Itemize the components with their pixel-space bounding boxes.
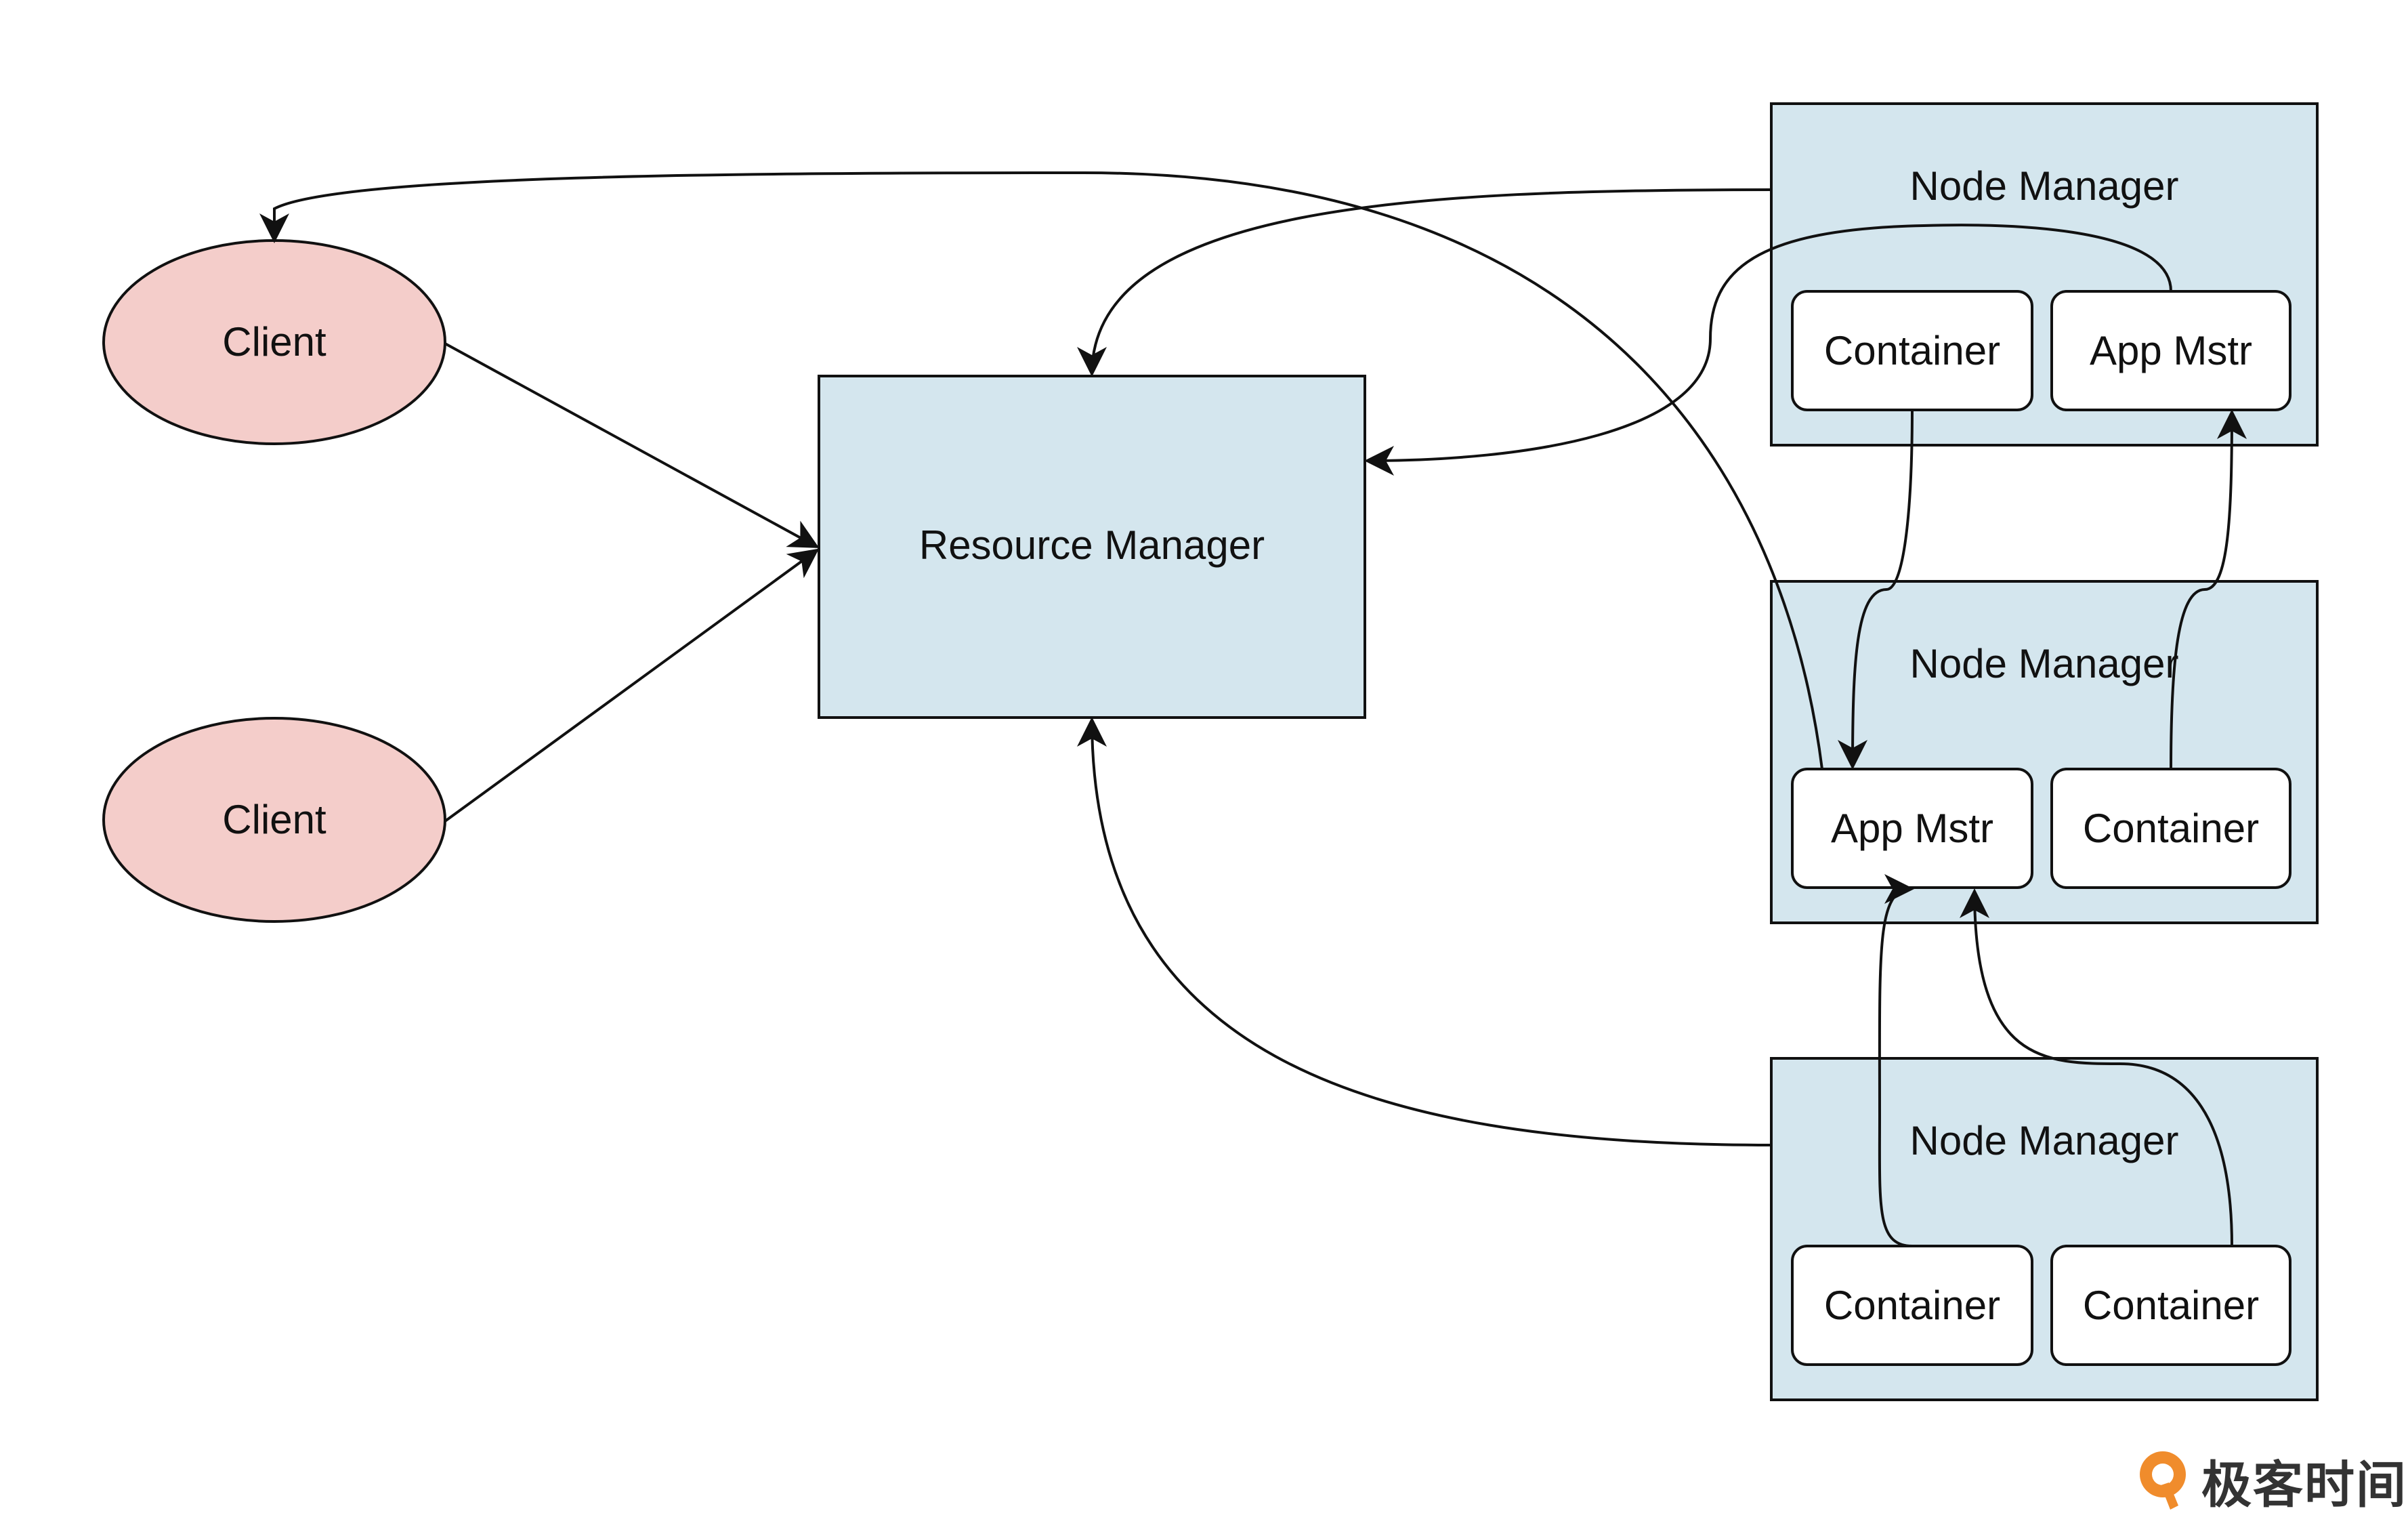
node-manager-3-left-label: Container (1824, 1283, 2000, 1328)
resource-manager-box (818, 375, 1366, 719)
edge-nm1-appmstr-to-rm (1364, 224, 2172, 476)
node-manager-2-right-label: Container (2083, 806, 2259, 851)
edge-nm1-container-to-nm2-appmstr (1838, 409, 1914, 770)
edge-nm3-container-to-nm2-appmstr (1878, 874, 1914, 1247)
client-1-label: Client (222, 319, 326, 365)
client-1: Client (102, 239, 446, 445)
node-manager-3-right-label: Container (2083, 1283, 2259, 1328)
node-manager-3-label: Node Manager (1910, 1118, 2179, 1163)
node-manager-2: Node Manager App Mstr Container (1770, 580, 2319, 924)
resource-manager: Resource Manager (818, 375, 1366, 719)
node-manager-1-label: Node Manager (1910, 163, 2179, 209)
node-manager-3: Node Manager Container Container (1770, 1057, 2319, 1401)
node-manager-1-left-label: Container (1824, 328, 2000, 373)
resource-manager-label: Resource Manager (919, 522, 1265, 568)
geektime-logo-icon (2140, 1451, 2186, 1510)
geektime-watermark-text: 极客时间 (2201, 1455, 2407, 1514)
edge-nm3-container2-to-nm2-appmstr (1960, 888, 2233, 1247)
edge-client1-to-rm (444, 342, 820, 548)
node-manager-2-label: Node Manager (1910, 641, 2179, 686)
geektime-watermark: 极客时间 (2134, 1443, 2407, 1518)
node-manager-2-left-label: App Mstr (1831, 806, 1993, 851)
edge-nm1-to-rm-top (1077, 188, 1772, 377)
node-manager-1: Node Manager Container App Mstr (1770, 102, 2319, 447)
edge-client2-to-rm (444, 548, 820, 823)
edges (259, 171, 2247, 1247)
edge-nm2-appmstr-to-client1 (259, 171, 1823, 770)
client-2: Client (102, 717, 446, 923)
node-manager-3-right-box (2050, 1245, 2291, 1366)
edge-nm2-container-to-nm1-appmstr (2170, 409, 2247, 770)
node-manager-1-right-label: App Mstr (2090, 328, 2252, 373)
edge-nm3-to-rm-bottom (1077, 717, 1772, 1146)
client-2-label: Client (222, 797, 326, 842)
